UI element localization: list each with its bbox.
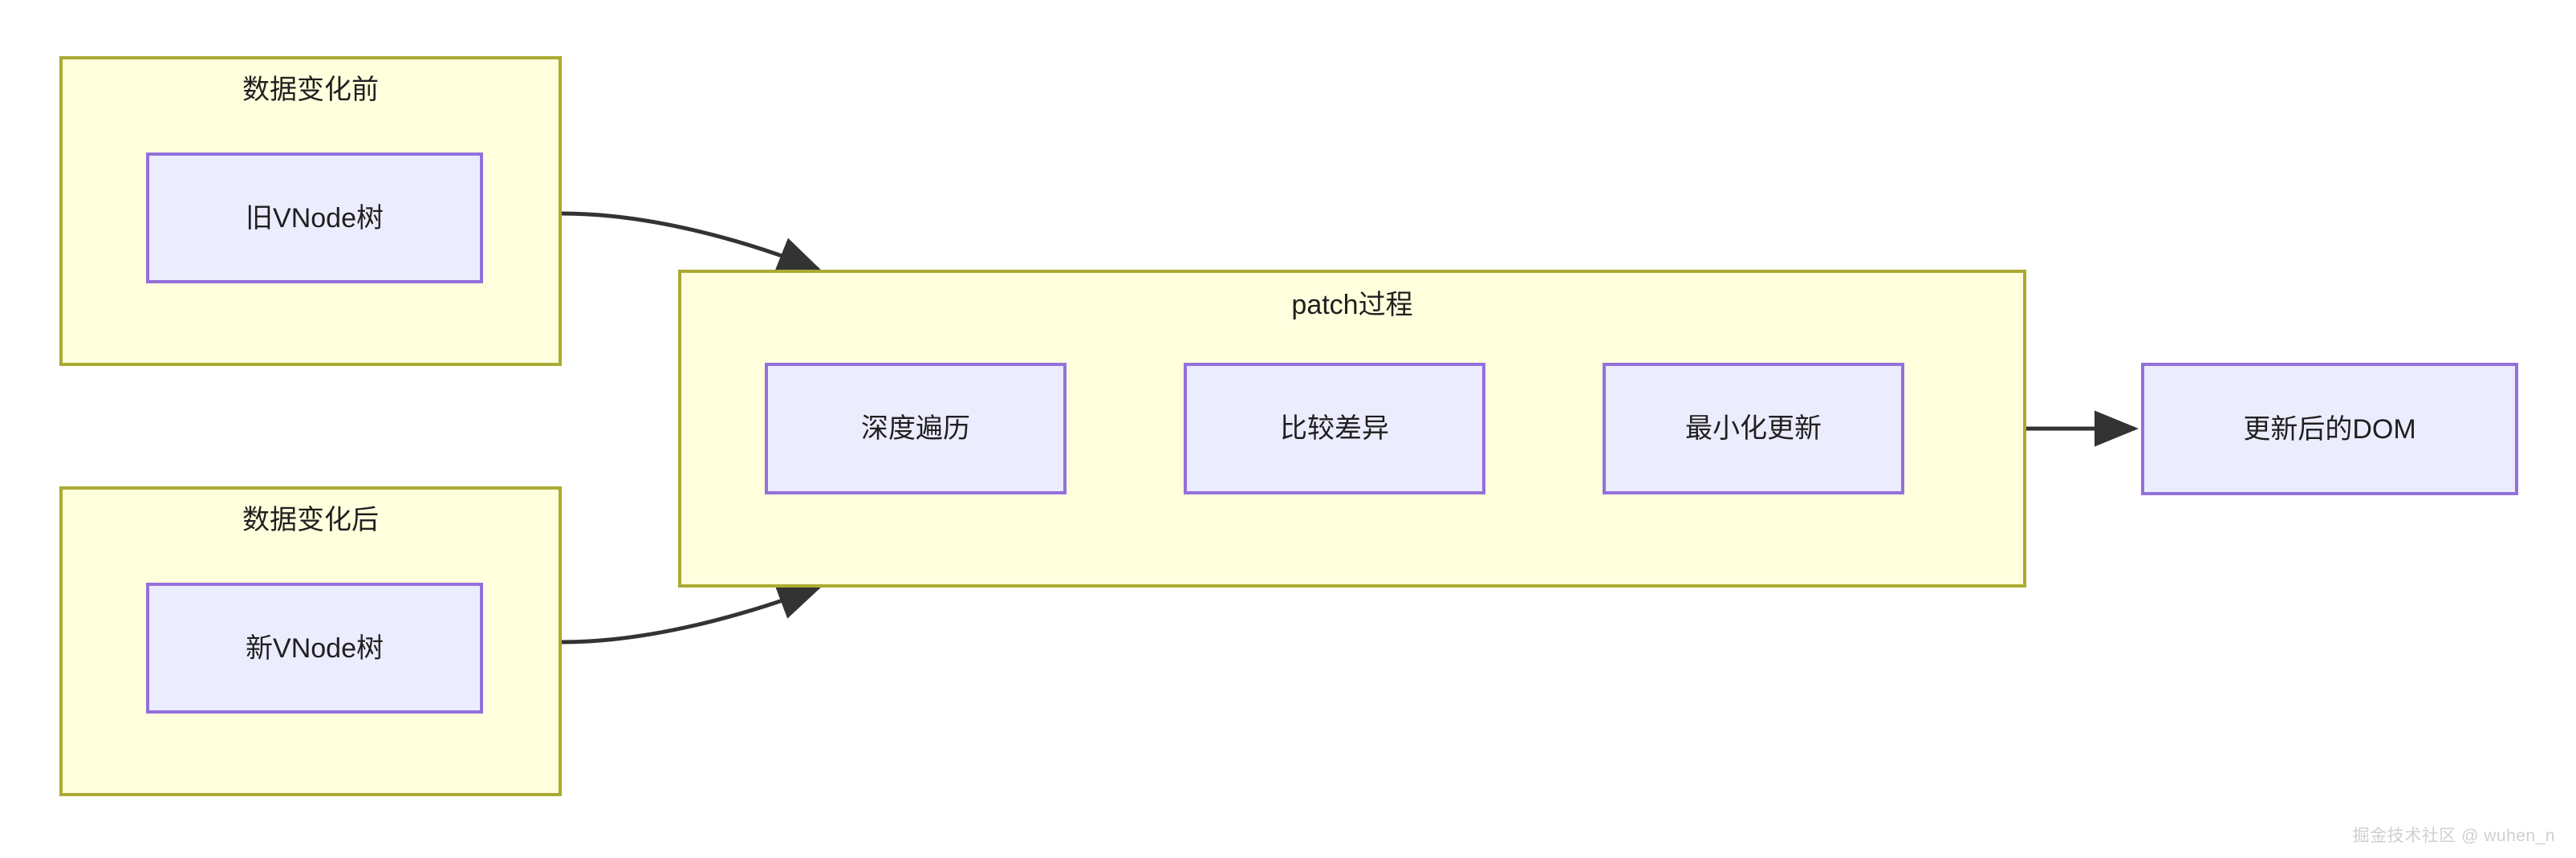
group-before-data-change: 数据变化前 旧VNode树: [59, 56, 562, 366]
node-minimal-update[interactable]: 最小化更新: [1603, 363, 1904, 494]
node-compare-diff[interactable]: 比较差异: [1184, 363, 1485, 494]
group-before-title: 数据变化前: [242, 75, 379, 105]
group-after-title: 数据变化后: [242, 505, 379, 535]
node-deep-traversal[interactable]: 深度遍历: [765, 363, 1067, 494]
node-new-vnode-tree[interactable]: 新VNode树: [146, 583, 483, 714]
group-after-data-change: 数据变化后 新VNode树: [59, 486, 562, 796]
group-patch-process: patch过程 深度遍历 比较差异 最小化更新: [678, 270, 2026, 588]
node-old-vnode-tree[interactable]: 旧VNode树: [146, 152, 483, 283]
group-patch-title: patch过程: [1291, 290, 1413, 320]
edge-old-vnode-to-patch: [561, 211, 823, 272]
watermark-text: 掘金技术社区 @ wuhen_n: [2352, 827, 2555, 845]
edge-new-vnode-to-patch: [561, 584, 823, 645]
node-updated-dom[interactable]: 更新后的DOM: [2141, 363, 2518, 495]
